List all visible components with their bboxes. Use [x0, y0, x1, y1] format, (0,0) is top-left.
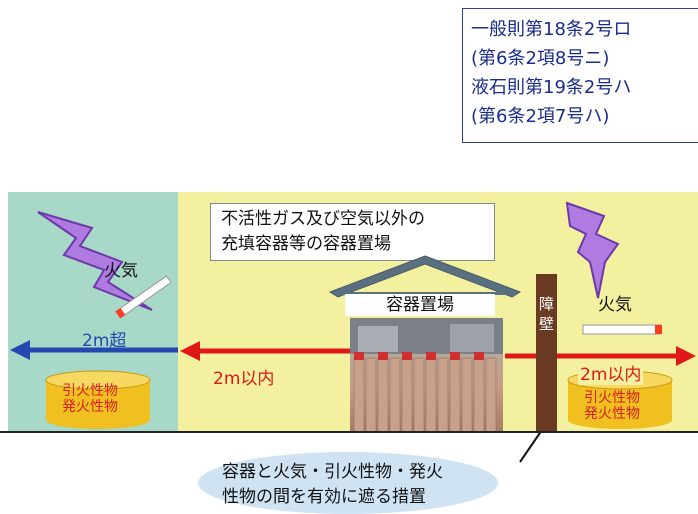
ground-line: [0, 431, 698, 433]
lightning-icon: [37, 211, 153, 311]
cylinders-photo-art: [350, 318, 503, 432]
cylinder-text-left: 引火性物 発火性物: [62, 383, 118, 415]
wall-label: 障壁: [538, 295, 554, 333]
distance-within-label-right: 2m以内: [578, 360, 644, 385]
distance-over-label: 2m超: [82, 331, 127, 351]
flammable-line: 発火性物: [62, 399, 118, 415]
storage-note-box: 不活性ガス及び空気以外の 充填容器等の容器置場: [210, 203, 495, 261]
flammable-line: 引火性物: [584, 390, 640, 406]
fire-label-left: 火気: [104, 261, 138, 281]
measure-note-line: 容器と火気・引火性物・発火: [222, 462, 443, 482]
law-ref-line: (第6条2項8号ニ): [471, 48, 610, 69]
cigarette-icon: [114, 275, 172, 319]
arrow-left-icon: [180, 341, 200, 361]
flammable-line: 発火性物: [584, 406, 640, 422]
house-eave: [335, 292, 515, 295]
measure-note-line: 性物の間を有効に遮る措置: [222, 487, 426, 507]
law-ref-line: 液石則第19条2号ハ: [471, 77, 632, 98]
note-line: 不活性ガス及び空気以外の: [221, 209, 425, 229]
arrow-right-icon: [676, 346, 696, 366]
measure-note-text: 容器と火気・引火性物・発火 性物の間を有効に遮る措置: [222, 460, 443, 510]
storage-label: 容器置場: [345, 294, 495, 316]
note-line: 充填容器等の容器置場: [221, 234, 391, 254]
fire-label-right: 火気: [598, 295, 632, 315]
law-ref-line: 一般則第18条2号ロ: [471, 19, 632, 40]
storage-photo: [350, 318, 503, 432]
cylinder-text-right: 引火性物 発火性物: [584, 390, 640, 422]
distance-within-label-left: 2m以内: [213, 369, 275, 389]
lightning-icon: [565, 201, 620, 299]
flammable-line: 引火性物: [62, 383, 118, 399]
house-roof-icon: [328, 255, 522, 298]
law-reference-box: 一般則第18条2号ロ (第6条2項8号ニ) 液石則第19条2号ハ (第6条2項7…: [462, 8, 698, 143]
cylinder-icon: [45, 370, 151, 429]
measure-note-oval: [198, 452, 498, 514]
barrier-wall: [536, 274, 557, 432]
arrow-left-icon: [10, 340, 30, 360]
law-ref-line: (第6条2項7号ハ): [471, 106, 610, 127]
cigarette-icon: [582, 324, 662, 335]
